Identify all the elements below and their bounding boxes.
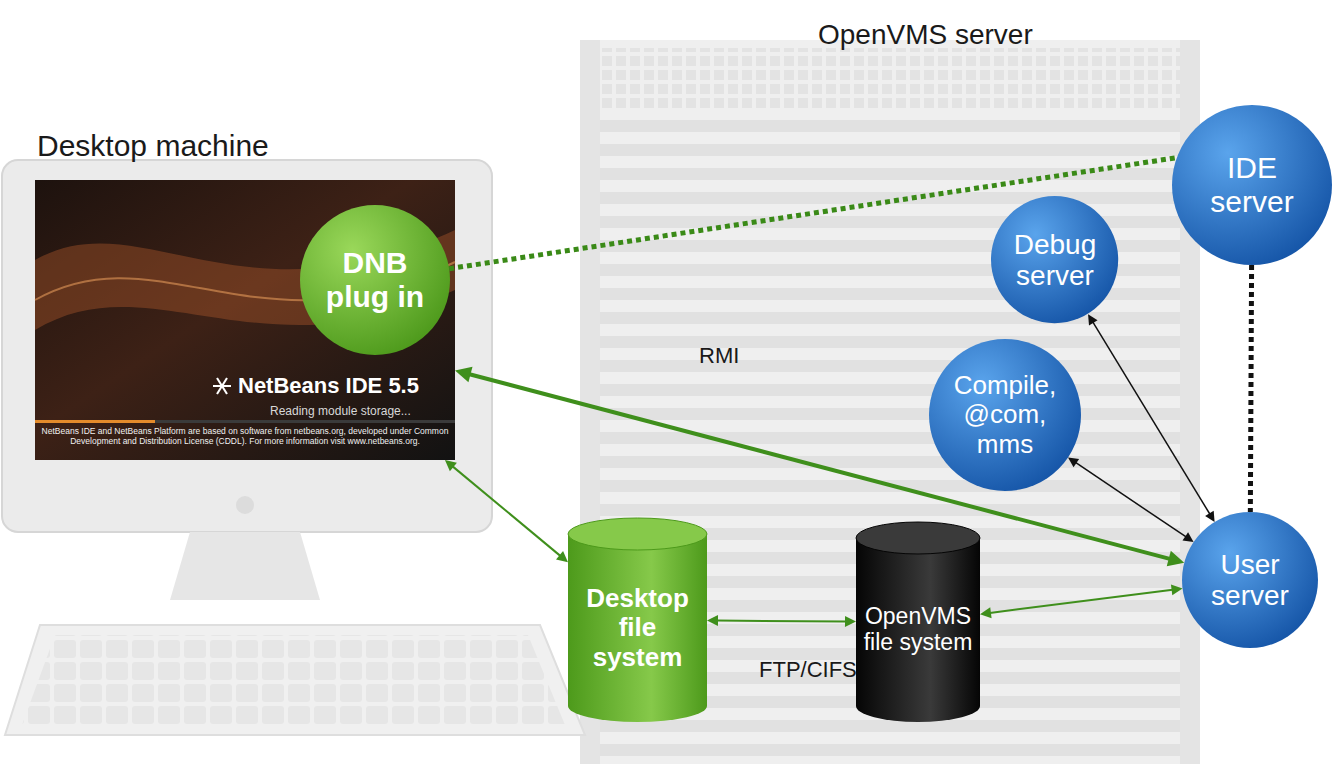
monitor-stand [170,532,320,600]
edge-label: FTP/CIFS [757,657,859,683]
connector [707,615,856,627]
arrowhead [1068,457,1079,467]
text-area: User server [1182,512,1318,648]
desktop-computer: Desktop machineNetBeans IDE 5.5Reading m… [20,118,520,758]
connector-line [717,620,846,623]
node-label: Compile, @com, mms [944,371,1066,458]
keyboard-keys [22,635,565,725]
computer-illustration [2,160,585,735]
netbeans-screen: NetBeans IDE 5.5Reading module storage..… [35,180,455,460]
monitor-logo [236,496,254,514]
server-process-circle: Compile, @com, mms [929,339,1081,491]
text-area: IDE server [1172,105,1332,265]
text-area: Compile, @com, mms [929,339,1081,491]
arrowhead [1205,511,1214,522]
cylinder-body [568,534,707,722]
server-process-circle: Debug server [991,196,1118,323]
connector-line [1250,265,1251,512]
progress-bar [35,420,155,423]
storage-cylinder: OpenVMS file system [856,522,980,722]
node-label: IDE server [1188,151,1316,218]
text-area: Debug server [991,196,1118,323]
heading: OpenVMS server [818,18,1033,52]
circle-fill [1172,105,1332,265]
text-block: Compile, @com, mms [944,371,1066,458]
connector [980,584,1183,618]
connector [1068,457,1194,542]
screen-text: NetBeans IDE and NetBeans Platform are b… [37,426,453,446]
node-label: Debug server [1004,229,1106,292]
cylinder-top [568,518,707,550]
node-label: Desktop file system [574,584,701,671]
arrowhead [1171,584,1183,595]
arrowhead [1183,532,1194,542]
plugin-circle: DNB plug in [300,205,450,355]
node-label: DNB plug in [315,246,435,313]
connector-line [453,466,561,555]
server-vents [600,48,1180,108]
cylinder-top [856,522,980,554]
monitor [2,160,492,532]
server-process-circle: IDE server [1172,105,1332,265]
text-block: OpenVMS file system [862,604,974,656]
arrowhead [980,607,992,618]
arrowhead [845,616,856,627]
cylinder-body [856,538,980,722]
text-area: OpenVMS file system [856,538,980,722]
text-block: Desktop file system [574,584,701,671]
text-area: DNB plug in [300,205,450,355]
text-block: Debug server [1004,229,1106,292]
text-area: Desktop file system [568,534,707,722]
circle-fill [1182,512,1318,648]
arrowhead [1088,314,1097,325]
server-process-circle: User server [1182,512,1318,648]
server-group: OpenVMS serverIDE serverDebug serverComp… [720,8,1335,758]
circle-fill [991,196,1118,323]
heading: Desktop machine [37,128,269,164]
heading: NetBeans IDE 5.5 [238,373,419,399]
storage-cylinder: Desktop file system [568,518,707,722]
progress-track [155,420,455,423]
connector-line [990,590,1173,613]
connector [1250,265,1251,512]
connector [1088,314,1215,522]
circle-fill [300,205,450,355]
edge-label: RMI [697,343,741,369]
text-block: IDE server [1188,151,1316,218]
screen-text: Reading module storage... [270,404,411,418]
keyboard [5,625,585,735]
text-block: DNB plug in [315,246,435,313]
arrowhead [707,615,718,626]
text-block: User server [1196,549,1305,612]
connector [445,460,568,562]
netbeans-logo [213,378,231,394]
circle-fill [929,339,1081,491]
node-label: User server [1196,549,1305,612]
screen [35,180,455,460]
node-label: OpenVMS file system [862,604,974,656]
connector-line [1076,462,1187,537]
